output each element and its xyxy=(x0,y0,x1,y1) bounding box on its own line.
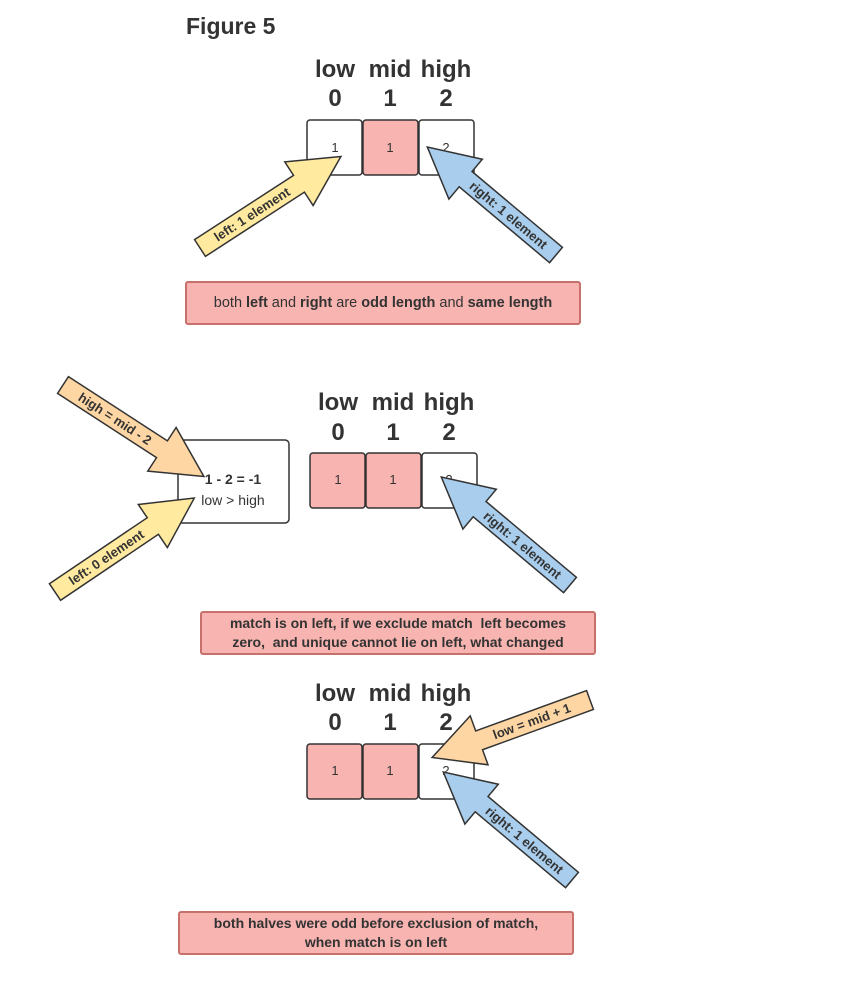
right-count-label: right: 1 element xyxy=(467,178,551,252)
note-line-1: match is on left, if we exclude match le… xyxy=(229,615,567,631)
right-count-label: right: 1 element xyxy=(481,508,565,582)
index-2: 2 xyxy=(442,419,455,446)
cell-value-0: 1 xyxy=(331,763,338,778)
pointer-label-mid: mid xyxy=(369,56,412,83)
left-count-label: left: 1 element xyxy=(211,184,293,245)
cell-value-1: 1 xyxy=(386,763,393,778)
array-cell-1-match xyxy=(365,452,422,509)
right-count-arrow: right: 1 element xyxy=(425,751,590,901)
pointer-label-low: low xyxy=(315,680,355,707)
note-part: are xyxy=(332,295,362,311)
index-1: 1 xyxy=(383,85,396,112)
note-part-bold: right xyxy=(300,295,333,311)
empty-range-box xyxy=(177,439,290,524)
pointer-label-low: low xyxy=(318,389,358,416)
cell-value-0: 1 xyxy=(331,140,338,155)
note-part: and xyxy=(435,295,468,311)
note-part-bold: same length xyxy=(467,295,553,311)
pointer-label-low: low xyxy=(315,56,355,83)
cell-value-2: 2 xyxy=(442,763,449,778)
index-0: 0 xyxy=(328,85,341,112)
empty-range-condition: low > high xyxy=(201,492,264,508)
index-0: 0 xyxy=(331,419,344,446)
right-count-label: right: 1 element xyxy=(483,803,567,877)
pointer-label-mid: mid xyxy=(372,389,415,416)
figure-title: Figure 5 xyxy=(186,13,276,39)
index-0: 0 xyxy=(328,709,341,736)
cell-value-0: 1 xyxy=(334,472,341,487)
index-2: 2 xyxy=(439,709,452,736)
note-part-bold: odd length xyxy=(361,295,436,311)
array-cell-0-match xyxy=(309,452,366,509)
scenario-2: low mid high 0 1 2 1 1 2 1 - 2 = -1 low … xyxy=(39,362,588,615)
note-match-on-left: match is on left, if we exclude match le… xyxy=(200,611,596,655)
pointer-label-high: high xyxy=(421,680,472,707)
note-halves-odd: both halves were odd before exclusion of… xyxy=(178,911,574,955)
pointer-label-high: high xyxy=(421,56,472,83)
pointer-label-high: high xyxy=(424,389,475,416)
scenario-1: low mid high 0 1 2 1 1 2 left: 1 element… xyxy=(185,56,574,276)
pointer-label-mid: mid xyxy=(369,680,412,707)
scenario-3: low mid high 0 1 2 1 1 2 low = mid + 1 r… xyxy=(306,674,600,901)
right-count-arrow: right: 1 element xyxy=(423,456,588,606)
array-cell-0-match xyxy=(306,743,363,800)
cell-value-2: 2 xyxy=(442,140,449,155)
left-count-label: left: 0 element xyxy=(66,526,147,588)
note-part: both xyxy=(213,295,247,311)
cell-value-1: 1 xyxy=(389,472,396,487)
note-same-length: both left and right are odd length and s… xyxy=(185,281,581,325)
array-cell-1-match xyxy=(362,743,419,800)
note-part: and xyxy=(267,295,301,311)
high-update-label: high = mid - 2 xyxy=(76,390,155,448)
index-2: 2 xyxy=(439,85,452,112)
array-cell-1-match xyxy=(362,119,419,176)
cell-value-1: 1 xyxy=(386,140,393,155)
note-line-2: zero, and unique cannot lie on left, wha… xyxy=(232,634,564,650)
index-1: 1 xyxy=(383,709,396,736)
right-count-arrow: right: 1 element xyxy=(409,126,574,276)
note-part-bold: left xyxy=(246,295,268,311)
note-line-2: when match is on left xyxy=(304,934,448,950)
empty-range-calc: 1 - 2 = -1 xyxy=(205,471,262,487)
note-line-1: both halves were odd before exclusion of… xyxy=(213,915,539,931)
index-1: 1 xyxy=(386,419,399,446)
